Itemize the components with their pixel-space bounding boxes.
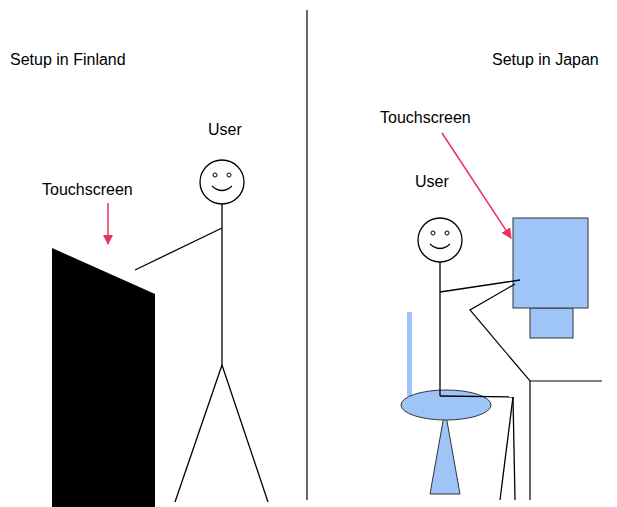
user-head bbox=[418, 218, 462, 262]
setup-heading: Setup in Finland bbox=[10, 51, 126, 69]
pointer-arrow bbox=[107, 203, 109, 244]
user-arm bbox=[440, 280, 520, 292]
kiosk-terminal bbox=[52, 248, 155, 507]
figure-label: User bbox=[415, 173, 449, 191]
user-body bbox=[439, 262, 440, 396]
user-eye bbox=[213, 173, 217, 177]
user-thigh bbox=[440, 396, 513, 397]
chair-backrest bbox=[407, 312, 412, 396]
user-smile bbox=[430, 244, 450, 249]
stool-base bbox=[430, 410, 460, 494]
user-arm bbox=[135, 228, 222, 270]
monitor-stand bbox=[530, 308, 573, 338]
desk-outline bbox=[470, 284, 602, 381]
callout-label: Touchscreen bbox=[42, 181, 133, 199]
monitor-screen bbox=[513, 218, 588, 308]
user-shin bbox=[500, 397, 513, 500]
stool-seat bbox=[401, 390, 491, 420]
desk-leg bbox=[529, 381, 530, 500]
user-eye bbox=[431, 231, 435, 235]
divider-line bbox=[306, 10, 307, 500]
user-head bbox=[200, 160, 244, 204]
user-eye bbox=[445, 231, 449, 235]
figure-label: User bbox=[208, 121, 242, 139]
setup-heading: Setup in Japan bbox=[492, 51, 599, 69]
user-eye bbox=[227, 173, 231, 177]
user-smile bbox=[212, 186, 232, 191]
user-leg bbox=[222, 365, 268, 502]
callout-label: Touchscreen bbox=[380, 109, 471, 127]
user-shin bbox=[513, 397, 515, 500]
user-leg bbox=[175, 365, 222, 502]
